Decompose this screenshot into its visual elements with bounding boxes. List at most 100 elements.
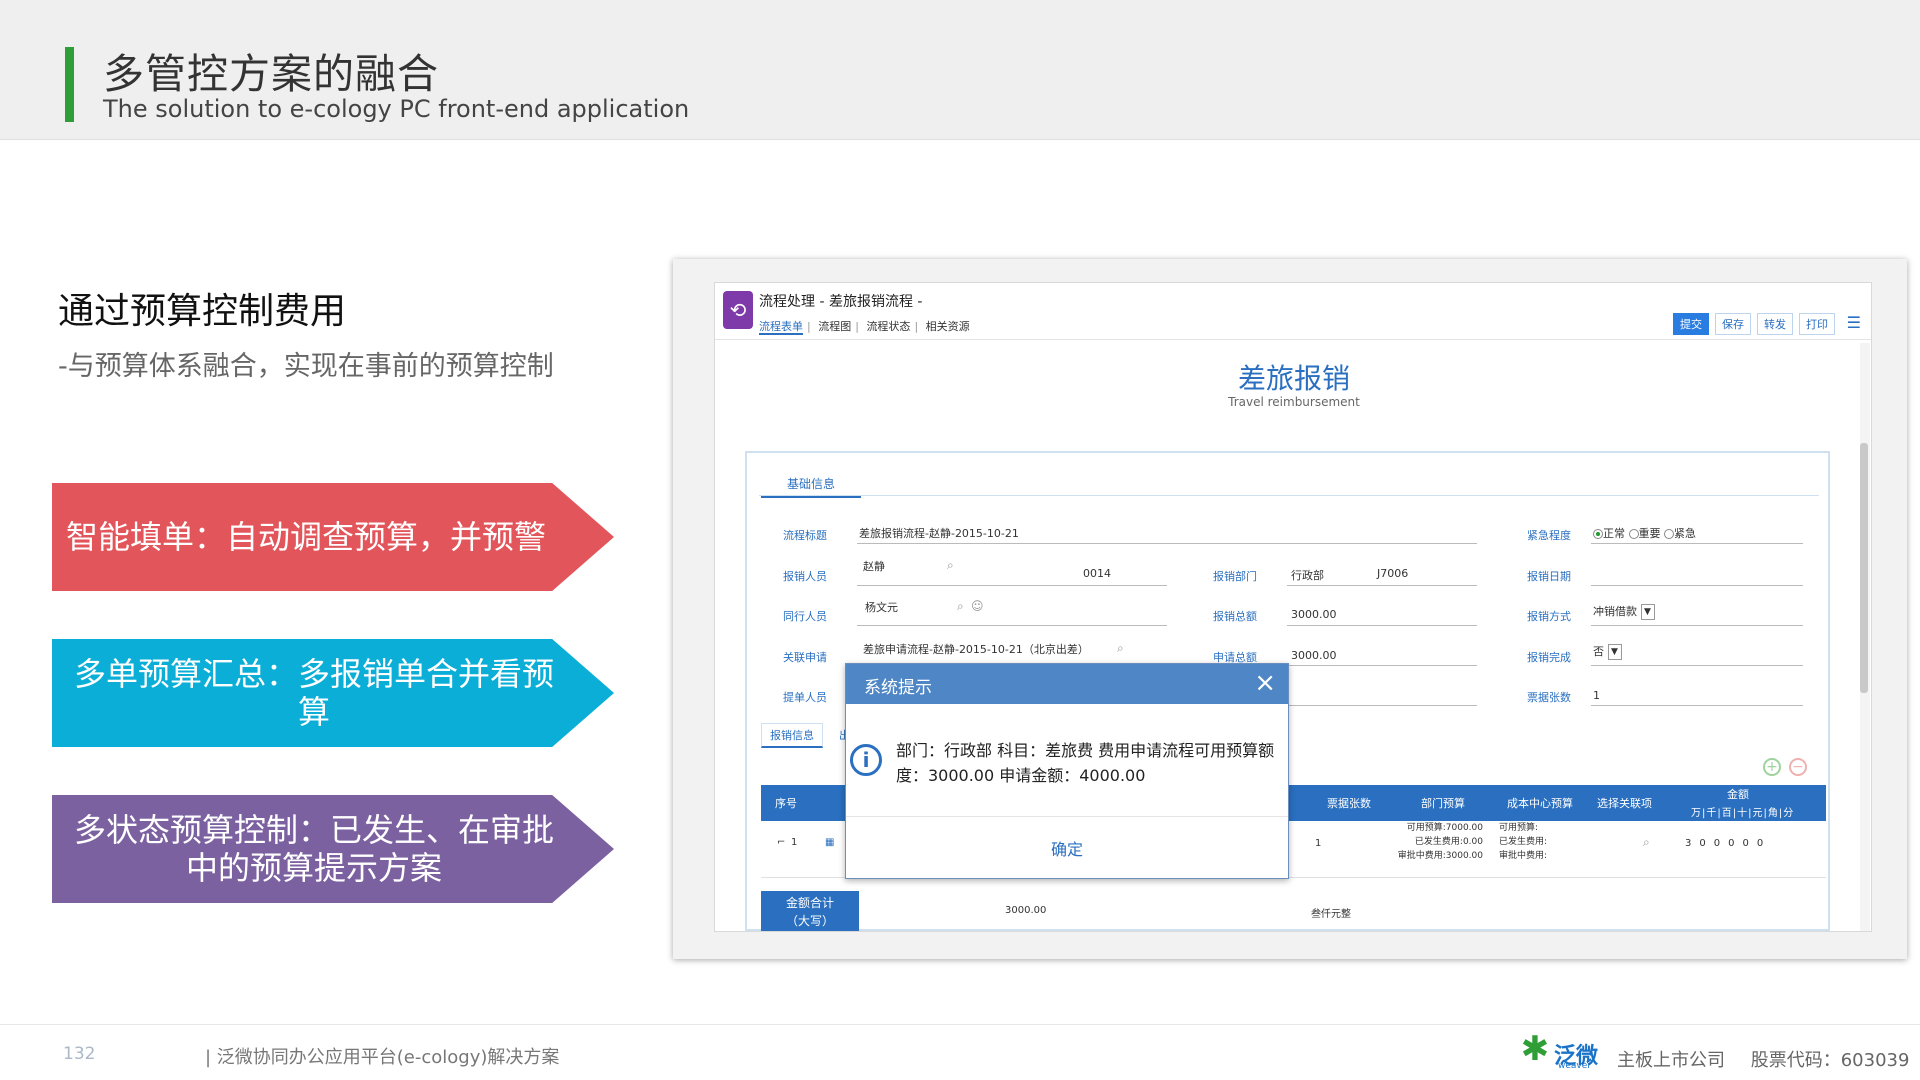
add-row-icon[interactable]: + [1763, 758, 1781, 776]
apply-total-field[interactable]: 3000.00 [1291, 649, 1337, 662]
tab-partial-label[interactable]: 出 [839, 727, 850, 743]
search-icon[interactable]: ⌕ [957, 599, 964, 613]
section-subtitle: -与预算体系融合，实现在事前的预算控制 [58, 351, 554, 382]
date-label: 报销日期 [1527, 570, 1571, 583]
tab-flowchart[interactable]: 流程图 [818, 320, 852, 333]
field-underline [1287, 705, 1477, 706]
radio-normal[interactable] [1593, 529, 1603, 539]
total-row-label: 金额合计 （大写） [761, 891, 859, 931]
calendar-icon[interactable]: ▦ [825, 837, 835, 848]
toolbar-divider [715, 339, 1871, 340]
done-label: 报销完成 [1527, 651, 1571, 664]
close-icon[interactable]: × [1254, 668, 1276, 698]
remove-row-icon[interactable]: − [1789, 758, 1807, 776]
dept-label: 报销部门 [1213, 570, 1257, 583]
field-underline [1591, 665, 1803, 666]
dept-code: J7006 [1377, 567, 1409, 580]
reimburser-field[interactable]: 赵静 [863, 560, 885, 573]
dialog-divider [846, 816, 1288, 817]
scrollbar-thumb[interactable] [1860, 443, 1868, 693]
field-underline [1287, 665, 1477, 666]
chevron-down-icon[interactable]: ▼ [1640, 604, 1655, 620]
tab-resources[interactable]: 相关资源 [925, 320, 970, 333]
row-cost-budget: 可用预算: 已发生费用: 审批中费用: [1499, 821, 1547, 863]
chevron-down-icon[interactable]: ▼ [1607, 644, 1622, 660]
row-index: 1 [791, 837, 798, 848]
tab-form[interactable]: 流程表单 [759, 320, 803, 335]
submit-button[interactable]: 提交 [1673, 313, 1709, 335]
flow-title-field[interactable]: 差旅报销流程-赵静-2015-10-21 [859, 527, 1019, 540]
unit: 十 [1737, 808, 1749, 819]
search-icon[interactable]: ⌕ [947, 558, 954, 572]
companion-field[interactable]: 杨文元 [865, 601, 898, 614]
header-accent-bar [65, 47, 74, 122]
save-button[interactable]: 保存 [1715, 313, 1751, 335]
radio-urgent-label: 紧急 [1674, 527, 1696, 540]
unit: 百 [1721, 808, 1733, 819]
amount-units: 万|千|百|十|元|角|分 [1691, 808, 1795, 819]
tab-reimburse-info[interactable]: 报销信息 [761, 723, 823, 748]
flow-title-label: 流程标题 [783, 529, 827, 542]
urgency-radio-group: 正常 重要 紧急 [1593, 525, 1696, 541]
bills-field[interactable]: 1 [1593, 689, 1600, 702]
budget-line: 可用预算: [1499, 823, 1539, 833]
tab-status[interactable]: 流程状态 [866, 320, 911, 333]
search-icon[interactable]: ⌕ [1643, 835, 1650, 849]
ok-button[interactable]: 确定 [1050, 840, 1083, 859]
budget-line: 已发生费用:0.00 [1414, 837, 1483, 847]
logo-name: 泛微 [1554, 1044, 1599, 1069]
dept-field[interactable]: 行政部 [1291, 569, 1324, 582]
field-underline [1591, 585, 1803, 586]
method-label: 报销方式 [1527, 610, 1571, 623]
unit: 万 [1691, 808, 1702, 819]
amount-digit: 0 [1742, 838, 1757, 849]
total-label-line: 金额合计 [785, 896, 834, 910]
done-select-value: 否 [1593, 645, 1604, 658]
info-icon: i [850, 744, 882, 776]
budget-line: 已发生费用: [1499, 837, 1548, 847]
related-label: 关联申请 [783, 651, 827, 664]
done-select[interactable]: 否 ▼ [1593, 643, 1622, 660]
apply-total-label: 申请总额 [1213, 651, 1257, 664]
feature-arrow-label: 多单预算汇总：多报销单合并看预算 [73, 655, 554, 731]
related-field[interactable]: 差旅申请流程-赵静-2015-10-21（北京出差） [863, 643, 1089, 656]
weaver-logo-icon: ✱ [1520, 1029, 1550, 1069]
company-label: 主板上市公司 [1617, 1050, 1725, 1071]
field-underline [857, 585, 1167, 586]
unit: 分 [1783, 808, 1795, 819]
amount-digit: 0 [1756, 838, 1772, 849]
field-underline [857, 543, 1477, 544]
reimburser-code: 0014 [1083, 567, 1111, 580]
forward-button[interactable]: 转发 [1757, 313, 1793, 335]
toolbar: 提交 保存 转发 打印 [1673, 313, 1835, 335]
tab-basic-info[interactable]: 基础信息 [761, 475, 862, 498]
amount-digit: 0 [1713, 838, 1729, 849]
field-underline [1591, 543, 1803, 544]
footer-company-info: 主板上市公司 股票代码：603039 [1617, 1046, 1909, 1072]
urgency-label: 紧急程度 [1527, 529, 1571, 542]
print-button[interactable]: 打印 [1799, 313, 1835, 335]
page-subtitle: The solution to e-cology PC front-end ap… [103, 95, 690, 123]
scrollbar[interactable] [1860, 343, 1870, 931]
field-underline [1287, 625, 1477, 626]
budget-line: 可用预算:7000.00 [1406, 823, 1483, 833]
form-subtitle: Travel reimbursement [1228, 395, 1360, 409]
radio-urgent[interactable] [1664, 529, 1674, 539]
system-dialog: 系统提示 × i 部门：行政部 科目：差旅费 费用申请流程可用预算额度：3000… [845, 663, 1289, 879]
app-title: 流程处理 - 差旅报销流程 - [759, 294, 923, 310]
method-select[interactable]: 冲销借款 ▼ [1593, 603, 1655, 620]
amount-digit: 0 [1728, 838, 1743, 849]
stock-code: 股票代码：603039 [1750, 1050, 1910, 1071]
menu-icon[interactable]: ☰ [1846, 313, 1861, 332]
row-divider [761, 877, 1826, 878]
col-dept-budget: 部门预算 [1421, 797, 1465, 810]
unit: 元 [1752, 808, 1764, 819]
unit: 角 [1767, 808, 1779, 819]
total-field[interactable]: 3000.00 [1291, 608, 1337, 621]
radio-important[interactable] [1628, 529, 1639, 539]
row-amount[interactable]: 300000 [1685, 838, 1771, 849]
row-checkbox[interactable]: ⌐ [777, 837, 786, 848]
col-amount: 金额 [1727, 788, 1749, 801]
user-icon[interactable]: ☺ [971, 599, 984, 613]
search-icon[interactable]: ⌕ [1117, 641, 1124, 655]
